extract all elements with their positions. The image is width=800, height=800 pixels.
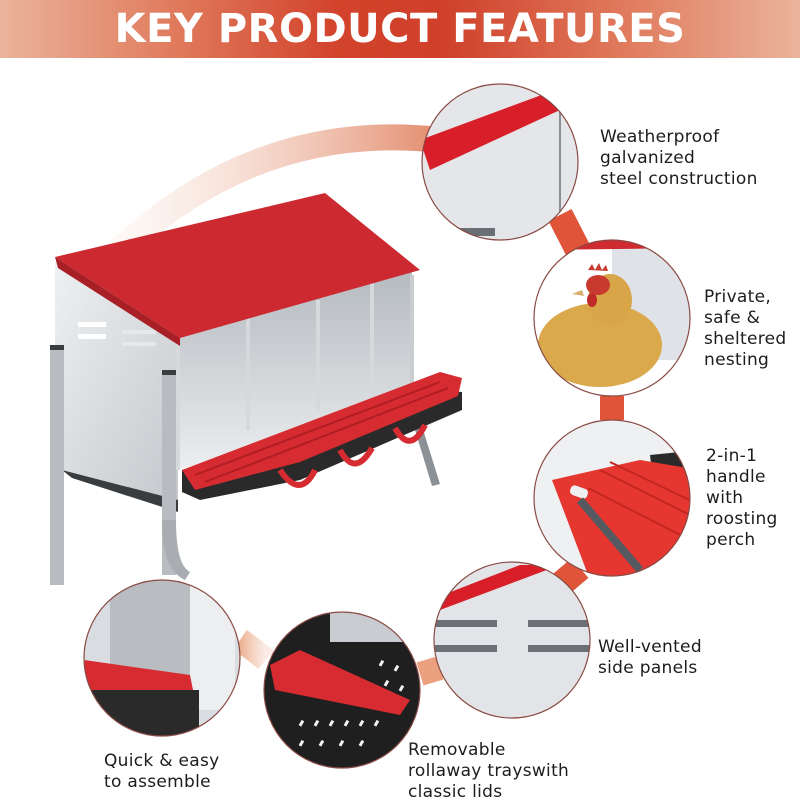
- feature-label-weatherproof: Weatherproof galvanized steel constructi…: [600, 127, 758, 189]
- connector-arc-top: [111, 124, 442, 260]
- hen-image: [534, 240, 690, 396]
- header-banner: KEY PRODUCT FEATURES: [0, 0, 800, 58]
- nesting-box-image: [50, 193, 462, 585]
- vent-panel-image: [434, 562, 590, 718]
- page-title: KEY PRODUCT FEATURES: [114, 6, 686, 52]
- feature-label-vented-panels: Well-vented side panels: [598, 637, 702, 678]
- feature-label-rollaway-trays: Removable rollaway trayswith classic lid…: [408, 740, 570, 800]
- feature-label-easy-assembly: Quick & easy to assemble: [104, 751, 220, 792]
- connector-6-5: [233, 630, 275, 669]
- handle-perch-image: [534, 420, 690, 576]
- red-lid-closeup-image: [422, 84, 578, 240]
- connector-4-5: [416, 656, 444, 686]
- feature-label-private-nesting: Private, safe & sheltered nesting: [704, 287, 787, 370]
- feature-label-handle-perch: 2-in-1 handle with roosting perch: [706, 446, 778, 550]
- assembly-closeup-image: [84, 580, 240, 736]
- connector-1-2: [548, 209, 590, 256]
